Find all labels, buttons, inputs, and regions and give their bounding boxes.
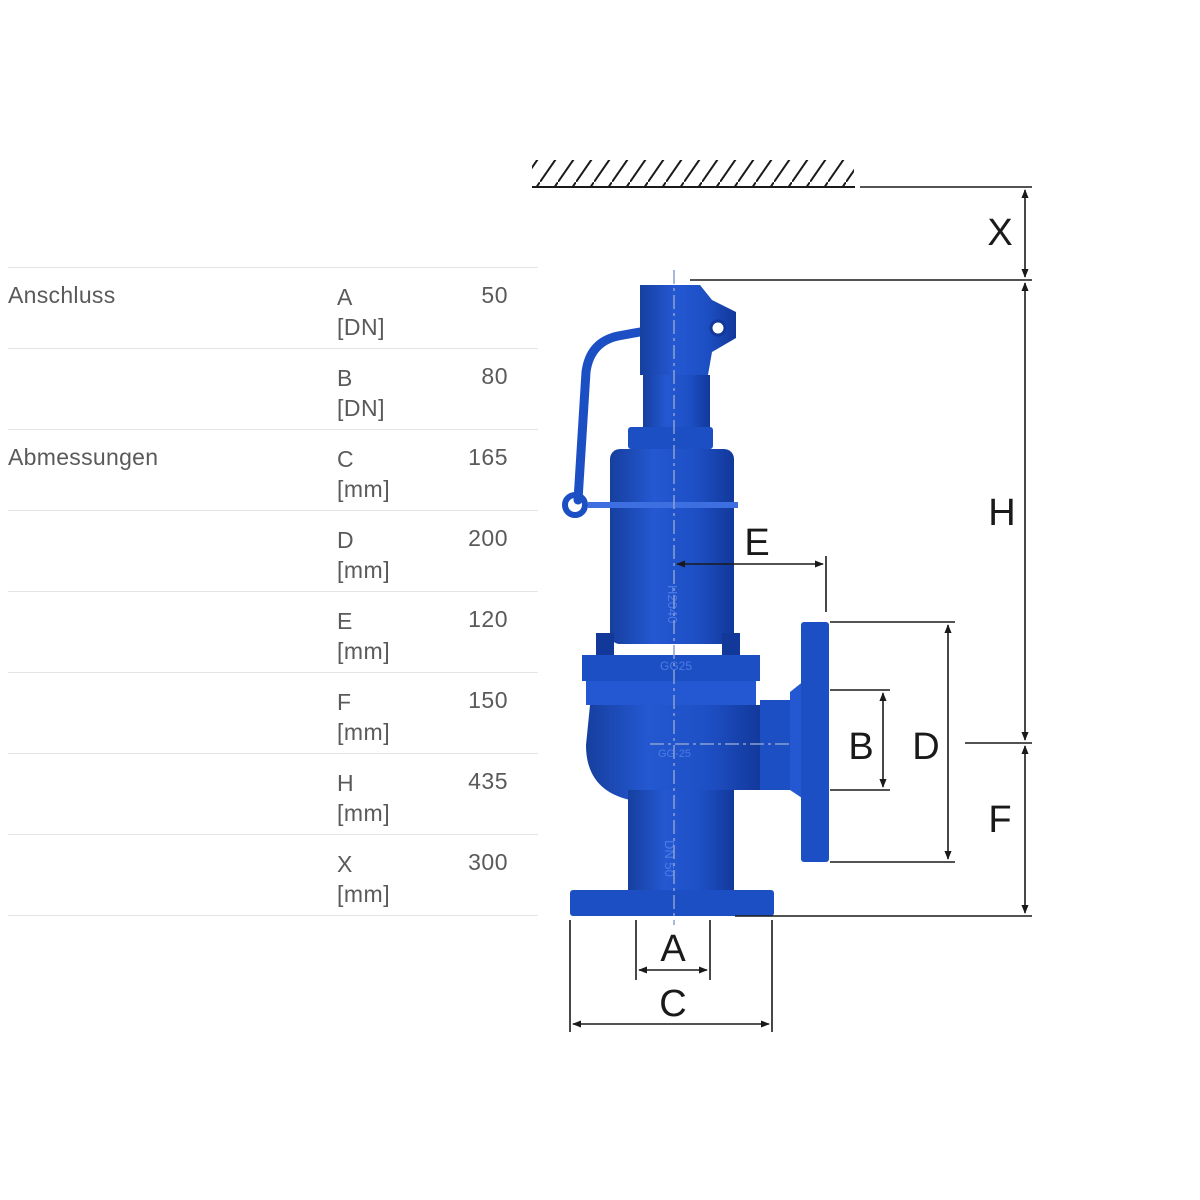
row-parameter-unit: [mm] [337,719,391,745]
row-parameter-unit: [mm] [337,800,391,826]
row-parameter-symbol: X [337,851,353,877]
row-parameter: F [mm] [337,687,390,747]
row-value: 120 [468,606,508,632]
row-parameter-unit: [DN] [337,395,385,421]
table-row: F [mm] 150 [8,672,538,753]
dimension-label-c: C [659,983,686,1025]
row-parameter-symbol: F [337,689,352,715]
row-value: 150 [468,687,508,713]
row-parameter-symbol: C [337,446,355,472]
ceiling-hatch [532,160,855,188]
flange-marking: GG25 [660,659,692,673]
row-value: 50 [481,282,508,308]
table-row: H [mm] 435 [8,753,538,834]
dimension-label-d: D [912,726,939,768]
dimension-label-b: B [848,726,873,768]
table-row: E [mm] 120 [8,591,538,672]
dimension-lines [569,186,1032,1032]
row-value: 80 [481,363,508,389]
table-row: Anschluss A [DN] 50 [8,267,538,348]
row-parameter-symbol: B [337,365,353,391]
row-parameter: B [DN] [337,363,385,423]
row-parameter-unit: [mm] [337,638,391,664]
row-parameter: H [mm] [337,768,390,828]
dimension-label-h: H [988,492,1015,534]
row-parameter-unit: [DN] [337,314,385,340]
row-parameter-symbol: A [337,284,353,310]
row-parameter-unit: [mm] [337,881,391,907]
row-parameter: X [mm] [337,849,390,909]
row-parameter: C [mm] [337,444,390,504]
row-group-label: Abmessungen [8,444,159,470]
row-parameter: A [DN] [337,282,385,342]
table-row: D [mm] 200 [8,510,538,591]
dimension-label-x: X [987,212,1012,254]
row-value: 165 [468,444,508,470]
row-value: 200 [468,525,508,551]
dimension-label-a: A [660,928,686,970]
row-parameter: D [mm] [337,525,390,585]
row-value: 300 [468,849,508,875]
table-row: X [mm] 300 [8,834,538,916]
bonnet-marking: H2040 [665,585,680,623]
row-parameter-unit: [mm] [337,557,391,583]
dimension-label-e: E [744,522,769,564]
table-row: B [DN] 80 [8,348,538,429]
row-parameter-symbol: D [337,527,355,553]
row-value: 435 [468,768,508,794]
table-row: Abmessungen C [mm] 165 [8,429,538,510]
row-parameter-symbol: E [337,608,353,634]
row-parameter-symbol: H [337,770,355,796]
row-parameter: E [mm] [337,606,390,666]
dimension-label-f: F [988,799,1011,841]
row-group-label: Anschluss [8,282,116,308]
row-parameter-unit: [mm] [337,476,391,502]
safety-valve: H2040 GG25 GG-25 DN 50 [562,270,829,925]
